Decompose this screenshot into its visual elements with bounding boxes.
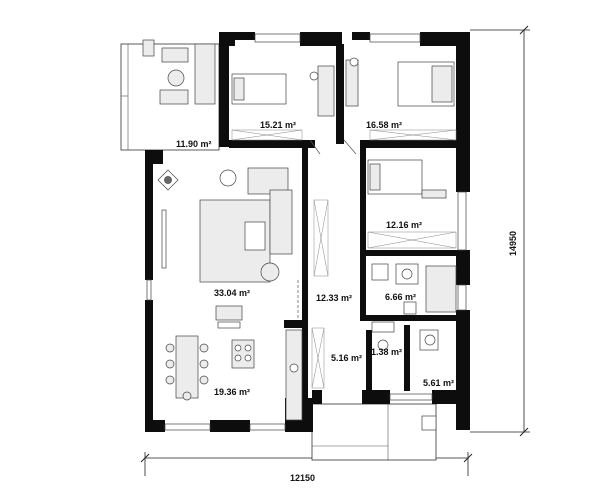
terrace-area: 11.90 m²	[176, 139, 212, 149]
bathroom-fixtures	[311, 263, 457, 389]
bathroom-area: 6.66 m²	[385, 292, 416, 302]
kitchen-furniture	[165, 305, 303, 421]
living-furniture	[157, 167, 293, 283]
hall-wardrobe	[297, 199, 329, 320]
living-area: 33.04 m²	[214, 288, 250, 298]
utility-area: 5.61 m²	[423, 378, 454, 388]
kitchen-dining-area: 19.36 m²	[214, 387, 250, 397]
walls	[145, 32, 470, 432]
windows	[146, 33, 467, 431]
vestibule-area: 5.16 m²	[331, 353, 362, 363]
bedroom-3-furniture	[367, 159, 457, 249]
entrance-steps	[311, 403, 437, 461]
bedroom-2-furniture	[343, 57, 457, 155]
width-dimension: 12150	[290, 473, 315, 483]
hall-area: 12.33 m²	[316, 293, 352, 303]
wc-area: 1.38 m²	[371, 347, 402, 357]
bedroom-1-furniture	[231, 65, 335, 155]
height-dimension: 14950	[508, 231, 518, 256]
bedroom-1-area: 15.21 m²	[260, 120, 296, 130]
area-labels: 11.90 m² 15.21 m² 16.58 m² 12.16 m² 33.0…	[176, 120, 454, 397]
terrace-deck	[120, 39, 220, 151]
bedroom-3-area: 12.16 m²	[386, 220, 422, 230]
bedroom-2-area: 16.58 m²	[366, 120, 402, 130]
